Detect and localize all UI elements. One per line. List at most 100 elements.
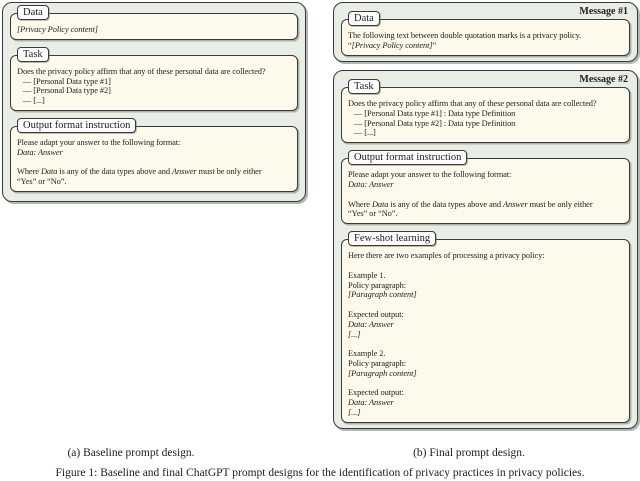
- section-data: Data [Privacy Policy content]: [10, 5, 298, 40]
- placeholder-italic-text: [Paragraph content]: [348, 290, 417, 300]
- placeholder-italic-text: [Privacy Policy content]: [351, 40, 433, 50]
- text-segment: Expected output:: [348, 388, 404, 398]
- placeholder-italic-text: Data: [371, 199, 389, 209]
- text-line: “Yes” or “No”.: [17, 177, 293, 187]
- text-line: “[Privacy Policy content]”: [348, 41, 625, 51]
- text-segment: Example 1.: [348, 270, 386, 280]
- section-content-box: Here there are two examples of processin…: [341, 239, 630, 423]
- text-line: Please adapt your answer to the followin…: [17, 138, 293, 148]
- section-content-box: Please adapt your answer to the followin…: [10, 125, 298, 192]
- placeholder-italic-text: [Paragraph content]: [348, 368, 417, 378]
- text-line: — [Personal Data type #2]: [17, 86, 293, 96]
- text-line: Example 1.: [348, 271, 625, 281]
- text-segment: ”: [432, 40, 437, 50]
- text-segment: “Yes” or “No”.: [17, 177, 67, 187]
- section-content-box: Please adapt your answer to the followin…: [341, 158, 630, 225]
- text-line: — [...]: [17, 96, 293, 106]
- placeholder-italic-text: [Privacy Policy content]: [17, 25, 98, 34]
- section-content-box: Does the privacy policy affirm that any …: [341, 87, 630, 144]
- placeholder-italic-text: [...]: [348, 329, 361, 339]
- subcaption-b: (b) Final prompt design.: [413, 447, 525, 459]
- text-segment: Where: [348, 199, 372, 209]
- placeholder-italic-text: Data: [40, 167, 58, 177]
- text-segment: Policy paragraph:: [348, 280, 406, 290]
- text-line: [Paragraph content]: [348, 369, 625, 379]
- text-segment: Where: [17, 167, 41, 177]
- text-segment: — [Personal Data type #1]: [23, 76, 111, 86]
- text-segment: — [...]: [354, 128, 376, 138]
- text-line: “Yes” or “No”.: [348, 209, 625, 219]
- placeholder-italic-text: Data: Answer: [348, 398, 394, 408]
- section-title-tab: Output format instruction: [17, 117, 137, 133]
- text-line: — [Personal Data type #1] : Data type De…: [348, 109, 625, 119]
- text-line: Policy paragraph:: [348, 359, 625, 369]
- message-tag: Message #1: [579, 6, 628, 17]
- text-line: [348, 190, 625, 200]
- text-segment: is any of the data types above and: [388, 199, 503, 209]
- text-line: — [Personal Data type #2] : Data type De…: [348, 119, 625, 129]
- text-segment: — [...]: [23, 96, 45, 106]
- text-line: The following text between double quotat…: [348, 31, 625, 41]
- text-segment: must be only either: [527, 199, 593, 209]
- section-content-box: Does the privacy policy affirm that any …: [10, 54, 298, 111]
- text-line: Here there are two examples of processin…: [348, 251, 625, 261]
- text-segment: Policy paragraph:: [348, 358, 406, 368]
- text-segment: — [Personal Data type #2]: [23, 86, 111, 96]
- text-segment: must be only either: [196, 167, 262, 177]
- section-title-tab: Data: [17, 5, 49, 20]
- text-segment: Please adapt your answer to the followin…: [17, 137, 181, 147]
- text-line: [17, 158, 293, 168]
- section-title-tab: Few-shot learning: [348, 231, 437, 247]
- section-title-tab: Output format instruction: [348, 150, 468, 166]
- text-segment: is any of the data types above and: [57, 167, 172, 177]
- placeholder-italic-text: Answer: [171, 167, 197, 177]
- text-segment: — [Personal Data type #1] : Data type De…: [354, 108, 516, 118]
- text-line: Example 2.: [348, 349, 625, 359]
- text-line: [348, 379, 625, 389]
- figure-caption: Figure 1: Baseline and final ChatGPT pro…: [55, 467, 585, 479]
- text-line: Data: Answer: [348, 180, 625, 190]
- placeholder-italic-text: Data: Answer: [17, 147, 63, 157]
- text-line: Does the privacy policy affirm that any …: [17, 67, 293, 77]
- text-line: [...]: [348, 408, 625, 418]
- section-title-tab: Task: [17, 46, 49, 62]
- text-line: Expected output:: [348, 310, 625, 320]
- text-line: [348, 300, 625, 310]
- text-line: [...]: [348, 330, 625, 340]
- text-line: [Paragraph content]: [348, 290, 625, 300]
- text-segment: “: [348, 40, 352, 50]
- text-line: Where Data is any of the data types abov…: [17, 167, 293, 177]
- text-segment: The following text between double quotat…: [348, 31, 582, 40]
- text-segment: Expected output:: [348, 309, 404, 319]
- placeholder-italic-text: [...]: [348, 407, 361, 417]
- text-segment: — [Personal Data type #2] : Data type De…: [354, 118, 516, 128]
- text-line: Where Data is any of the data types abov…: [348, 200, 625, 210]
- subcaption-a: (a) Baseline prompt design.: [67, 447, 195, 459]
- section-title-tab: Task: [348, 79, 380, 94]
- placeholder-italic-text: Data: Answer: [348, 179, 394, 189]
- message-tag: Message #2: [579, 74, 628, 85]
- text-segment: Example 2.: [348, 349, 386, 359]
- placeholder-italic-text: Data: Answer: [348, 319, 394, 329]
- text-segment: “Yes” or “No”.: [348, 209, 398, 219]
- text-line: [Privacy Policy content]: [17, 25, 293, 35]
- section-content-box: The following text between double quotat…: [341, 19, 630, 56]
- text-segment: Here there are two examples of processin…: [348, 251, 545, 261]
- text-line: Data: Answer: [348, 320, 625, 330]
- text-line: Data: Answer: [348, 398, 625, 408]
- text-line: Expected output:: [348, 388, 625, 398]
- section-title-tab: Data: [348, 11, 380, 26]
- section-content-box: [Privacy Policy content]: [10, 13, 298, 40]
- text-line: Policy paragraph:: [348, 281, 625, 291]
- text-line: Does the privacy policy affirm that any …: [348, 99, 625, 109]
- text-line: — [...]: [348, 128, 625, 138]
